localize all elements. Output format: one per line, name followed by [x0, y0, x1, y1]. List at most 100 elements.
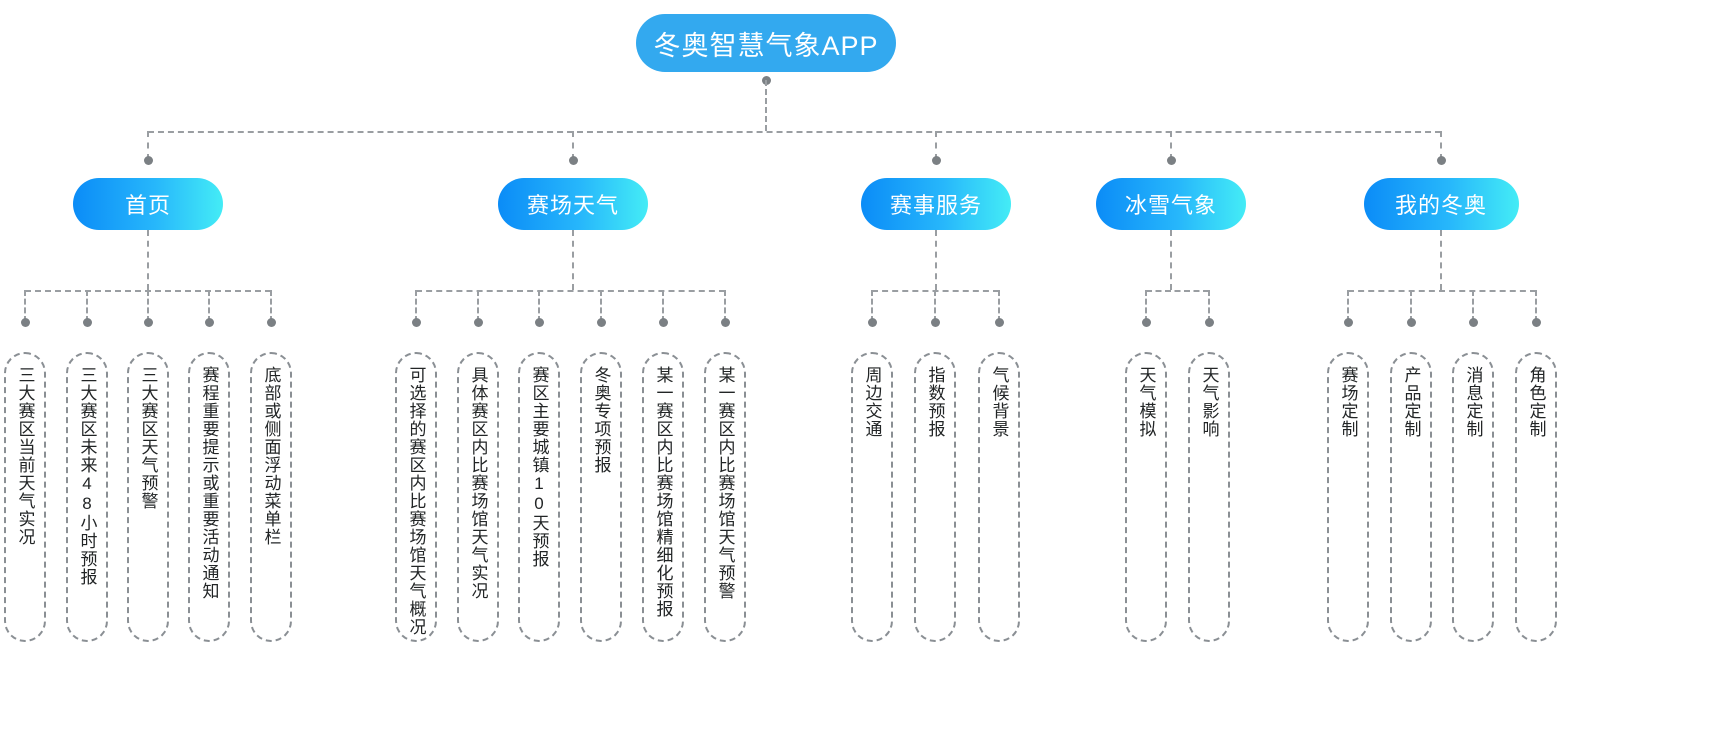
branch-connector-dot — [931, 155, 941, 165]
leaf-node[interactable]: 天气模拟 — [1125, 352, 1167, 642]
leaf-connector-dot — [143, 317, 153, 327]
leaf-drop-line — [538, 290, 540, 322]
branch-node-3[interactable]: 赛事服务 — [861, 178, 1011, 230]
leaf-drop-line — [1410, 290, 1412, 322]
branch-sub-drop — [147, 230, 149, 290]
branch-drop-line — [572, 131, 574, 160]
leaf-label: 三大赛区未来48小时预报 — [77, 366, 97, 586]
leaf-drop-line — [662, 290, 664, 322]
branch-sub-bus — [416, 290, 725, 292]
branch-sub-drop — [1170, 230, 1172, 290]
leaf-node[interactable]: 赛区主要城镇10天预报 — [518, 352, 560, 642]
leaf-node[interactable]: 冬奥专项预报 — [580, 352, 622, 642]
leaf-node[interactable]: 可选择的赛区内比赛场馆天气概况 — [395, 352, 437, 642]
leaf-label: 天气模拟 — [1136, 366, 1156, 438]
branch-sub-drop — [572, 230, 574, 290]
leaf-label: 三大赛区天气预警 — [138, 366, 158, 510]
leaf-node[interactable]: 赛场定制 — [1327, 352, 1369, 642]
branch-sub-drop — [1440, 230, 1442, 290]
leaf-node[interactable]: 产品定制 — [1390, 352, 1432, 642]
leaf-drop-line — [24, 290, 26, 322]
leaf-node[interactable]: 底部或侧面浮动菜单栏 — [250, 352, 292, 642]
leaf-label: 周边交通 — [862, 366, 882, 438]
leaf-connector-dot — [473, 317, 483, 327]
branch-node-1[interactable]: 首页 — [73, 178, 223, 230]
leaf-connector-dot — [1406, 317, 1416, 327]
leaf-label: 某一赛区内比赛场馆天气预警 — [715, 366, 735, 600]
leaf-drop-line — [86, 290, 88, 322]
leaf-label: 天气影响 — [1199, 366, 1219, 438]
leaf-connector-dot — [658, 317, 668, 327]
leaf-label: 三大赛区当前天气实况 — [15, 366, 35, 546]
leaf-connector-dot — [867, 317, 877, 327]
branch-sub-drop — [935, 230, 937, 290]
leaf-node[interactable]: 气候背景 — [978, 352, 1020, 642]
leaf-connector-dot — [1343, 317, 1353, 327]
leaf-label: 可选择的赛区内比赛场馆天气概况 — [406, 366, 426, 636]
branch-node-4[interactable]: 冰雪气象 — [1096, 178, 1246, 230]
leaf-drop-line — [724, 290, 726, 322]
leaf-label: 气候背景 — [989, 366, 1009, 438]
leaf-node[interactable]: 三大赛区未来48小时预报 — [66, 352, 108, 642]
leaf-node[interactable]: 具体赛区内比赛场馆天气实况 — [457, 352, 499, 642]
leaf-connector-dot — [266, 317, 276, 327]
branch-sub-bus — [1348, 290, 1536, 292]
leaf-connector-dot — [204, 317, 214, 327]
leaf-drop-line — [1347, 290, 1349, 322]
branch-drop-line — [935, 131, 937, 160]
leaf-connector-dot — [82, 317, 92, 327]
leaf-connector-dot — [534, 317, 544, 327]
leaf-label: 某一赛区内比赛场馆精细化预报 — [653, 366, 673, 618]
leaf-connector-dot — [596, 317, 606, 327]
leaf-drop-line — [1535, 290, 1537, 322]
leaf-drop-line — [415, 290, 417, 322]
leaf-connector-dot — [930, 317, 940, 327]
leaf-node[interactable]: 三大赛区当前天气实况 — [4, 352, 46, 642]
leaf-drop-line — [600, 290, 602, 322]
leaf-label: 消息定制 — [1463, 366, 1483, 438]
leaf-drop-line — [1472, 290, 1474, 322]
level2-bus — [148, 131, 1441, 133]
root-node[interactable]: 冬奥智慧气象APP — [636, 14, 896, 72]
branch-connector-dot — [1436, 155, 1446, 165]
branch-connector-dot — [1166, 155, 1176, 165]
leaf-label: 指数预报 — [925, 366, 945, 438]
leaf-drop-line — [477, 290, 479, 322]
branch-node-5[interactable]: 我的冬奥 — [1363, 178, 1519, 230]
leaf-connector-dot — [720, 317, 730, 327]
leaf-connector-dot — [1468, 317, 1478, 327]
leaf-node[interactable]: 某一赛区内比赛场馆精细化预报 — [642, 352, 684, 642]
leaf-node[interactable]: 周边交通 — [851, 352, 893, 642]
branch-drop-line — [1440, 131, 1442, 160]
leaf-label: 赛程重要提示或重要活动通知 — [199, 366, 219, 600]
leaf-node[interactable]: 赛程重要提示或重要活动通知 — [188, 352, 230, 642]
leaf-connector-dot — [1204, 317, 1214, 327]
leaf-label: 具体赛区内比赛场馆天气实况 — [468, 366, 488, 600]
leaf-drop-line — [871, 290, 873, 322]
leaf-drop-line — [1145, 290, 1147, 322]
leaf-node[interactable]: 某一赛区内比赛场馆天气预警 — [704, 352, 746, 642]
leaf-connector-dot — [994, 317, 1004, 327]
leaf-node[interactable]: 消息定制 — [1452, 352, 1494, 642]
leaf-drop-line — [147, 290, 149, 322]
branch-node-2[interactable]: 赛场天气 — [498, 178, 648, 230]
leaf-node[interactable]: 天气影响 — [1188, 352, 1230, 642]
branch-connector-dot — [143, 155, 153, 165]
leaf-drop-line — [1208, 290, 1210, 322]
leaf-connector-dot — [1531, 317, 1541, 327]
leaf-node[interactable]: 角色定制 — [1515, 352, 1557, 642]
leaf-node[interactable]: 指数预报 — [914, 352, 956, 642]
leaf-label: 赛场定制 — [1338, 366, 1358, 438]
branch-drop-line — [147, 131, 149, 160]
branch-sub-bus — [1146, 290, 1209, 292]
root-drop-line — [765, 80, 767, 131]
leaf-drop-line — [270, 290, 272, 322]
leaf-connector-dot — [20, 317, 30, 327]
leaf-label: 产品定制 — [1401, 366, 1421, 438]
leaf-node[interactable]: 三大赛区天气预警 — [127, 352, 169, 642]
leaf-label: 赛区主要城镇10天预报 — [529, 366, 549, 568]
leaf-label: 底部或侧面浮动菜单栏 — [261, 366, 281, 546]
branch-drop-line — [1170, 131, 1172, 160]
branch-connector-dot — [568, 155, 578, 165]
